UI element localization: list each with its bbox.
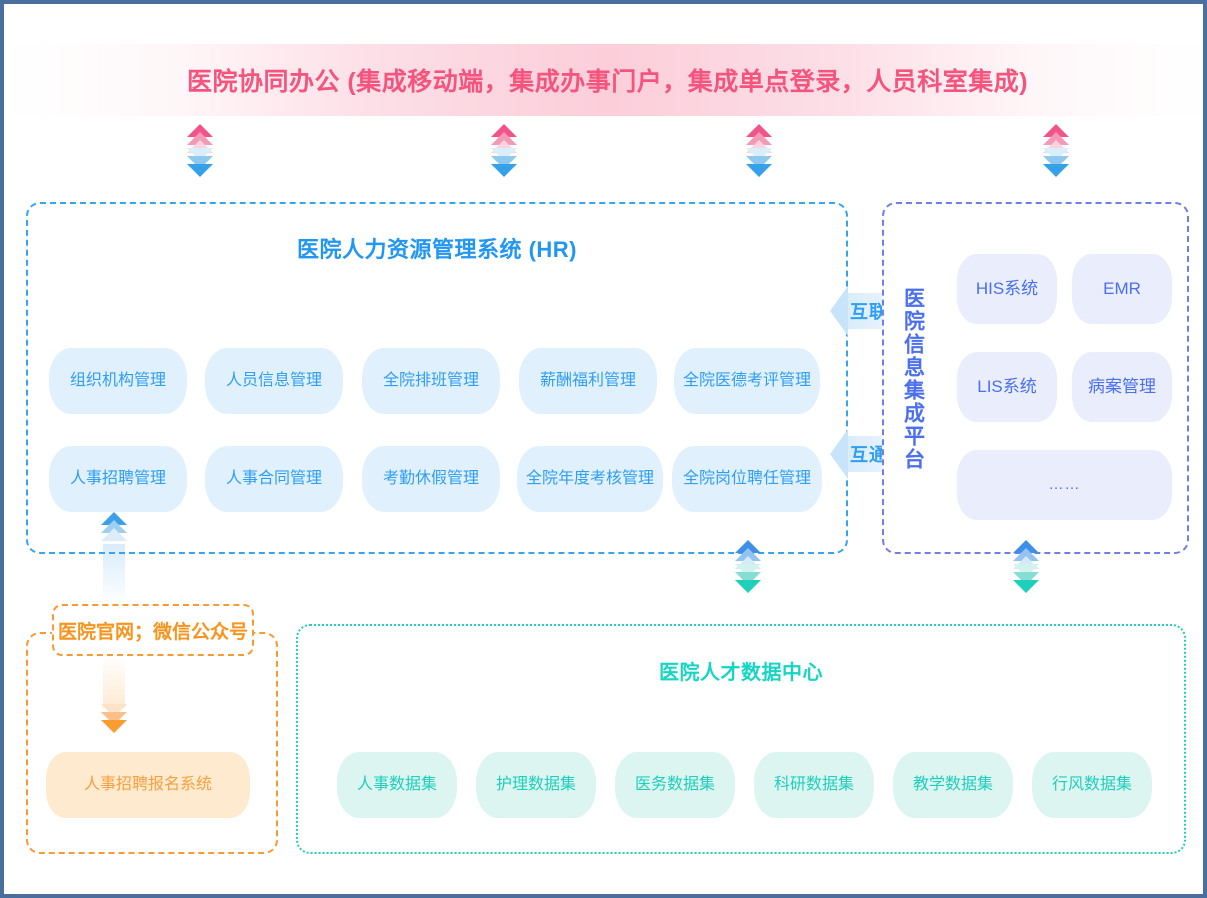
hr-module-card[interactable]: 全院年度考核管理 <box>517 446 663 512</box>
interconnect-label: 互通 <box>850 445 888 465</box>
recruit-registration-card[interactable]: 人事招聘报名系统 <box>46 752 250 818</box>
dataset-label: 行风数据集 <box>1051 776 1132 794</box>
banner-connector-arrow-3 <box>746 124 772 177</box>
hr-to-datacenter-arrow <box>735 540 761 593</box>
platform-system-card[interactable]: EMR <box>1072 254 1172 324</box>
dataset-card[interactable]: 护理数据集 <box>476 752 596 818</box>
hr-module-card[interactable]: 人员信息管理 <box>205 348 343 414</box>
hr-module-card[interactable]: 薪酬福利管理 <box>519 348 657 414</box>
hr-system-title: 医院人力资源管理系统 (HR) <box>296 237 578 262</box>
hr-module-card[interactable]: 组织机构管理 <box>49 348 187 414</box>
recruit-flow-stem <box>103 544 125 606</box>
dataset-card[interactable]: 教学数据集 <box>893 752 1013 818</box>
hr-module-card[interactable]: 考勤休假管理 <box>362 446 500 512</box>
banner-title: 医院协同办公 (集成移动端，集成办事门户，集成单点登录，人员科室集成) <box>186 68 1029 96</box>
platform-more-card[interactable]: …… <box>957 450 1172 520</box>
dataset-label: 医务数据集 <box>634 776 715 794</box>
hr-module-label: 考勤休假管理 <box>382 470 479 488</box>
hr-module-label: 组织机构管理 <box>69 372 166 390</box>
platform-system-label: 病案管理 <box>1088 376 1156 396</box>
platform-system-label: HIS系统 <box>975 278 1039 298</box>
chevron-down-icon <box>187 164 213 177</box>
banner-connector-arrow-2 <box>491 124 517 177</box>
chevron-up-icon <box>101 528 127 541</box>
dataset-label: 人事数据集 <box>356 776 437 794</box>
hr-module-label: 全院岗位聘任管理 <box>682 470 811 488</box>
chevron-down-icon <box>101 720 127 733</box>
chevron-down-icon <box>735 580 761 593</box>
arrow-head-left-icon <box>830 286 848 336</box>
banner-connector-arrow-4 <box>1043 124 1069 177</box>
dataset-label: 科研数据集 <box>773 776 854 794</box>
chevron-down-icon <box>1043 164 1069 177</box>
arrow-head-left-icon <box>830 429 848 479</box>
hr-module-label: 全院排班管理 <box>382 372 479 390</box>
interconnect-label: 互联 <box>850 302 888 322</box>
orange-flow-stem <box>103 656 125 708</box>
chevron-down-icon <box>491 164 517 177</box>
public-channel-tag: 医院官网；微信公众号 <box>52 604 254 656</box>
platform-system-card[interactable]: HIS系统 <box>957 254 1057 324</box>
platform-system-card[interactable]: 病案管理 <box>1072 352 1172 422</box>
hr-module-label: 全院医德考评管理 <box>682 372 811 390</box>
platform-system-card[interactable]: LIS系统 <box>957 352 1057 422</box>
chevron-down-icon <box>746 164 772 177</box>
channel-to-recruit-arrow <box>101 704 127 733</box>
platform-more-label: …… <box>1048 476 1081 493</box>
hr-module-label: 薪酬福利管理 <box>539 372 636 390</box>
hr-module-label: 人事合同管理 <box>225 470 322 488</box>
chevron-down-icon <box>1013 580 1039 593</box>
dataset-label: 护理数据集 <box>495 776 576 794</box>
dataset-card[interactable]: 科研数据集 <box>754 752 874 818</box>
integration-platform-title: 医院信息集成平台 <box>901 287 925 471</box>
platform-system-label: EMR <box>1103 278 1141 298</box>
dataset-label: 教学数据集 <box>912 776 993 794</box>
data-center-panel: 医院人才数据中心 <box>296 624 1186 854</box>
hr-module-label: 全院年度考核管理 <box>525 470 654 488</box>
hr-module-card[interactable]: 全院医德考评管理 <box>674 348 820 414</box>
dataset-card[interactable]: 医务数据集 <box>615 752 735 818</box>
hr-module-label: 人事招聘管理 <box>69 470 166 488</box>
dataset-card[interactable]: 行风数据集 <box>1032 752 1152 818</box>
recruit-registration-label: 人事招聘报名系统 <box>83 776 212 794</box>
dataset-card[interactable]: 人事数据集 <box>337 752 457 818</box>
banner-connector-arrow-1 <box>187 124 213 177</box>
hr-module-label: 人员信息管理 <box>225 372 322 390</box>
hr-module-card[interactable]: 人事合同管理 <box>205 446 343 512</box>
recruit-to-hr-arrow <box>101 512 127 541</box>
collaborative-office-banner: 医院协同办公 (集成移动端，集成办事门户，集成单点登录，人员科室集成) <box>8 44 1203 116</box>
data-center-title: 医院人才数据中心 <box>659 662 823 684</box>
hr-module-card[interactable]: 全院排班管理 <box>362 348 500 414</box>
hr-module-card[interactable]: 人事招聘管理 <box>49 446 187 512</box>
platform-system-label: LIS系统 <box>977 376 1037 396</box>
public-channel-tag-label: 医院官网；微信公众号 <box>57 621 248 643</box>
hr-module-card[interactable]: 全院岗位聘任管理 <box>672 446 822 512</box>
public-channel-panel <box>26 632 278 854</box>
platform-to-datacenter-arrow <box>1013 540 1039 593</box>
